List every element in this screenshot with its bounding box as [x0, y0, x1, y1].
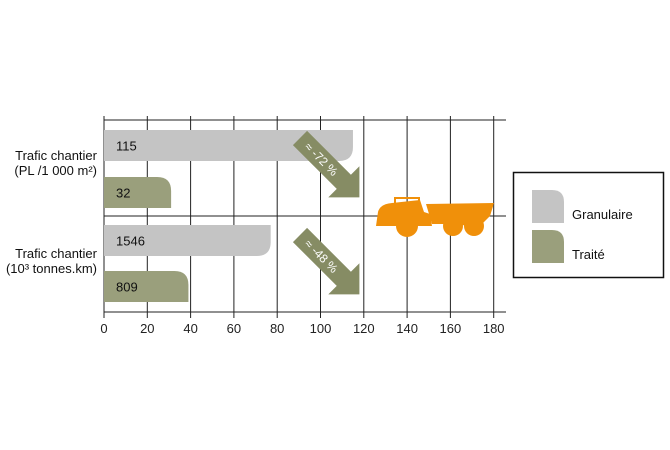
bars: 115 32 1546 809: [104, 130, 353, 302]
reduction-arrow: ≈ -48 %: [292, 227, 360, 295]
truck-cabin-frame: [394, 197, 420, 205]
truck-wheel: [464, 216, 484, 236]
arrow-shape: [292, 130, 360, 198]
legend-label: Traité: [572, 247, 605, 262]
x-tick-label: 140: [396, 321, 418, 336]
x-tick-label: 20: [140, 321, 154, 336]
category-label: (10³ tonnes.km): [6, 261, 97, 276]
truck-wheel: [396, 215, 418, 237]
truck-wheel: [443, 216, 463, 236]
arrow-shape: [292, 227, 360, 295]
bar-granulaire: [104, 225, 271, 256]
x-tick-label: 180: [483, 321, 505, 336]
x-tick-label: 40: [183, 321, 197, 336]
category-labels: Trafic chantier(PL /1 000 m²)Trafic chan…: [6, 148, 98, 276]
x-tick-label: 80: [270, 321, 284, 336]
x-tick-label: 120: [353, 321, 375, 336]
truck-cab: [376, 200, 432, 226]
category-label: (PL /1 000 m²): [14, 163, 97, 178]
bar-value-label: 32: [116, 186, 130, 201]
x-tick-label: 160: [440, 321, 462, 336]
legend-swatch: [532, 190, 564, 223]
bar-value-label: 809: [116, 280, 138, 295]
x-tick-label: 0: [100, 321, 107, 336]
bar-traite: [104, 177, 172, 208]
bar-value-label: 1546: [116, 234, 145, 249]
legend-label: Granulaire: [572, 207, 633, 222]
legend-swatch: [532, 230, 564, 263]
x-tick-labels: 0 20 40 60 80 100 120 140 160 180: [100, 321, 504, 336]
bar-granulaire: [104, 130, 353, 161]
bar-value-label: 115: [116, 139, 137, 154]
category-label: Trafic chantier: [15, 246, 98, 261]
category-label: Trafic chantier: [15, 148, 98, 163]
dump-truck-icon: [376, 197, 494, 237]
x-tick-label: 100: [310, 321, 332, 336]
x-tick-label: 60: [227, 321, 241, 336]
bar-traite: [104, 271, 189, 302]
